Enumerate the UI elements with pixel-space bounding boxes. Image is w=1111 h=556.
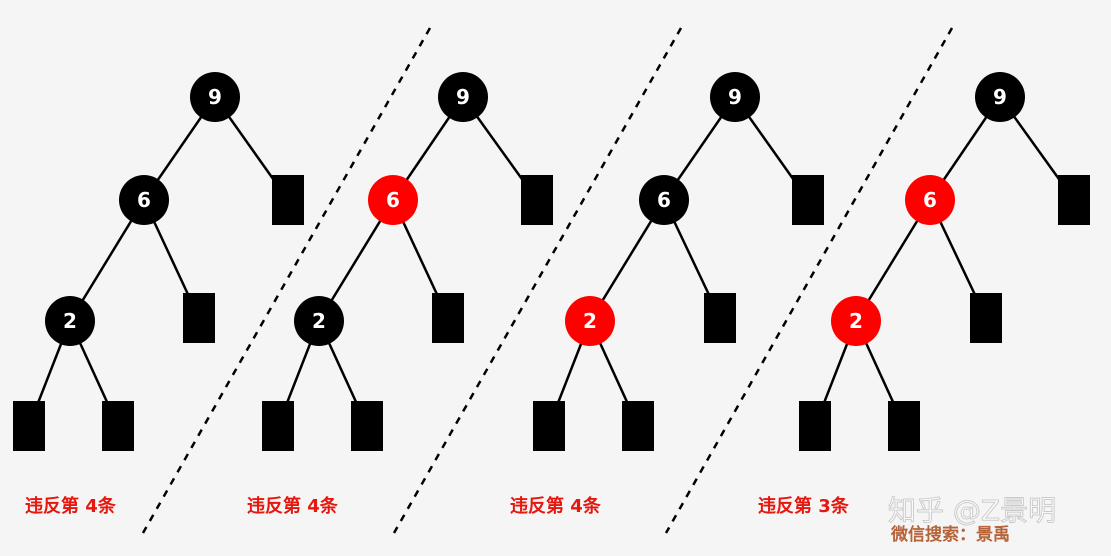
- nil-leaf: [521, 175, 553, 225]
- separator-line-3: [664, 27, 954, 534]
- node-2-red: [831, 296, 881, 346]
- violation-label: 违反第 4条: [247, 495, 339, 517]
- nil-leaf: [622, 401, 654, 451]
- node-2-black: [45, 296, 95, 346]
- node-9-black: [710, 72, 760, 122]
- node-9-black: [438, 72, 488, 122]
- nil-leaf: [792, 175, 824, 225]
- nil-leaf: [272, 175, 304, 225]
- nil-leaf: [888, 401, 920, 451]
- watermark-sub-text: 微信搜索：景禹: [890, 524, 1010, 545]
- nil-leaf: [1058, 175, 1090, 225]
- nil-leaf: [970, 293, 1002, 343]
- nil-leaf: [183, 293, 215, 343]
- nil-leaf: [13, 401, 45, 451]
- node-key-label: 9: [993, 85, 1007, 109]
- tree-1: 9 6 2 违反第 4条: [13, 72, 304, 517]
- violation-label: 违反第 4条: [510, 495, 602, 517]
- nil-leaf: [262, 401, 294, 451]
- watermark: 知乎 @Z景明 微信搜索：景禹: [888, 494, 1057, 546]
- nil-leaf: [432, 293, 464, 343]
- node-6-red: [368, 175, 418, 225]
- node-9-black: [975, 72, 1025, 122]
- node-key-label: 2: [849, 309, 863, 333]
- nil-leaf: [704, 293, 736, 343]
- node-6-black: [119, 175, 169, 225]
- node-key-label: 9: [208, 85, 222, 109]
- node-key-label: 6: [137, 188, 151, 212]
- nil-leaf: [799, 401, 831, 451]
- node-9-black: [190, 72, 240, 122]
- node-2-black: [294, 296, 344, 346]
- node-2-red: [565, 296, 615, 346]
- nil-leaf: [533, 401, 565, 451]
- node-6-black: [639, 175, 689, 225]
- trees: 9 6 2 违反第 4条 9 6 2 违反第 4条 9 6 2 违反第 4条 9 6 2 违反第 3条: [13, 72, 1090, 517]
- violation-label: 违反第 3条: [758, 495, 850, 517]
- node-key-label: 9: [456, 85, 470, 109]
- tree-2: 9 6 2 违反第 4条: [247, 72, 553, 517]
- node-key-label: 6: [657, 188, 671, 212]
- node-key-label: 6: [386, 188, 400, 212]
- separator-line-1: [141, 27, 432, 534]
- node-key-label: 2: [583, 309, 597, 333]
- node-key-label: 9: [728, 85, 742, 109]
- node-key-label: 6: [923, 188, 937, 212]
- separator-line-2: [392, 27, 683, 534]
- dashed-separators: [141, 27, 954, 534]
- nil-leaf: [102, 401, 134, 451]
- tree-4: 9 6 2 违反第 3条: [758, 72, 1090, 517]
- tree-3: 9 6 2 违反第 4条: [510, 72, 824, 517]
- node-6-red: [905, 175, 955, 225]
- nil-leaf: [351, 401, 383, 451]
- node-key-label: 2: [63, 309, 77, 333]
- watermark-main-text: 知乎 @Z景明: [888, 494, 1056, 527]
- node-key-label: 2: [312, 309, 326, 333]
- violation-label: 违反第 4条: [25, 495, 117, 517]
